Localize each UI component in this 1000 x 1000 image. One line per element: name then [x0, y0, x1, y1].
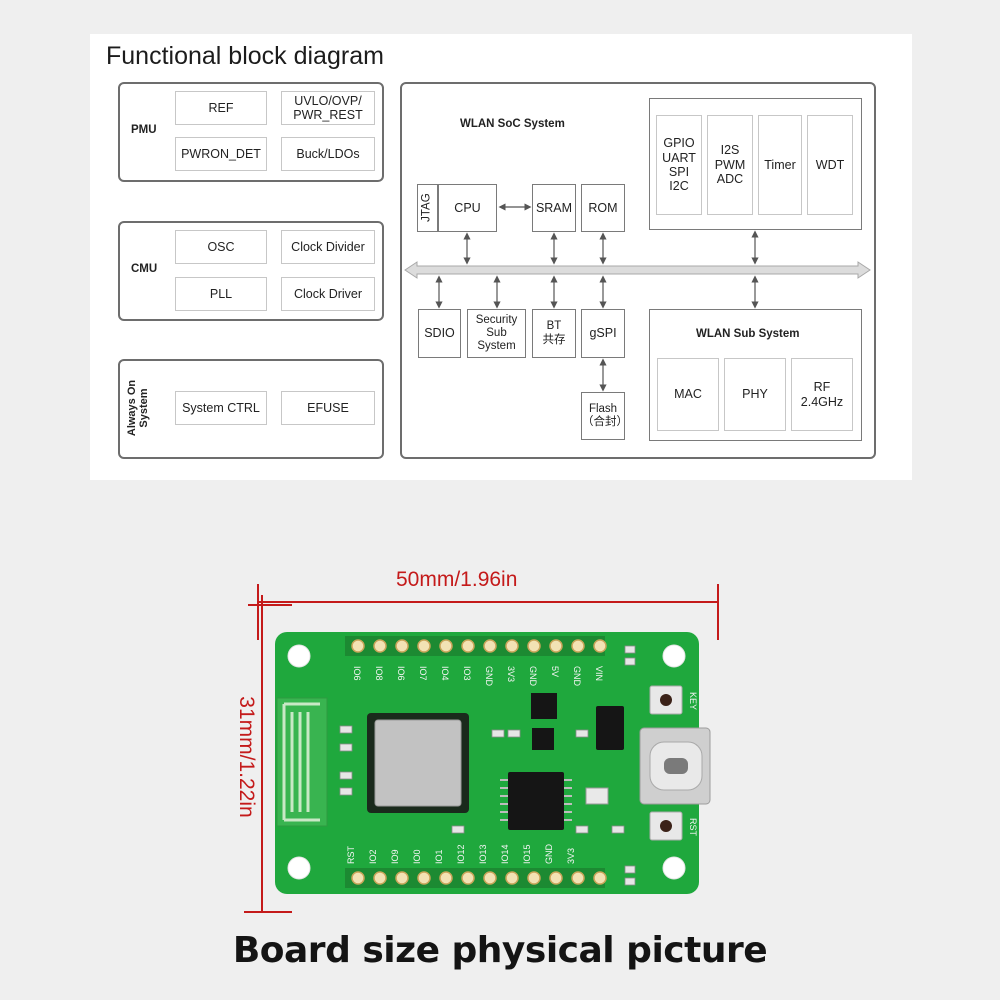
bottom-pin-label: IO15: [522, 844, 532, 864]
jtag-block: JTAG: [417, 184, 438, 232]
top-pin-label: IO4: [440, 666, 450, 681]
pcb-board: [275, 632, 699, 894]
always-on-block-system-ctrl: System CTRL: [175, 391, 267, 425]
bt-block: BT 共存: [532, 309, 576, 358]
cpu-block: CPU: [438, 184, 497, 232]
cmu-block-pll: PLL: [175, 277, 267, 311]
bottom-pin-label: RST: [346, 845, 356, 864]
rom-block: ROM: [581, 184, 625, 232]
periph-timer: Timer: [758, 115, 802, 215]
cmu-block-clock-divider: Clock Divider: [281, 230, 375, 264]
wifi-module: [367, 713, 469, 813]
width-dimension: [248, 584, 719, 640]
rst-label: RST: [688, 818, 698, 837]
top-pin-label: GND: [484, 666, 494, 687]
wlan-sub-label: WLAN Sub System: [696, 328, 800, 340]
wlan-mac: MAC: [657, 358, 719, 431]
top-pin-label: IO6: [352, 666, 362, 681]
pmu-block-pwron: PWRON_DET: [175, 137, 267, 171]
security-block: Security Sub System: [467, 309, 526, 358]
pmu-block-uvlo: UVLO/OVP/ PWR_REST: [281, 91, 375, 125]
sram-block: SRAM: [532, 184, 576, 232]
usb-uart-chip: [508, 772, 564, 830]
top-pin-label: IO3: [462, 666, 472, 681]
flash-block: Flash （合封）: [581, 392, 628, 440]
usb-c-connector[interactable]: [639, 727, 711, 805]
top-pin-label: IO6: [396, 666, 406, 681]
regulator-chip: [531, 693, 557, 719]
top-header: [345, 636, 607, 656]
mounting-holes: [287, 644, 686, 880]
key-label: KEY: [688, 692, 698, 710]
top-pin-label: GND: [528, 666, 538, 687]
gspi-block: gSPI: [581, 309, 625, 358]
top-pin-label: 3V3: [506, 666, 516, 682]
board-caption: Board size physical picture: [232, 930, 768, 971]
bottom-pin-label: IO0: [412, 849, 422, 864]
key-button[interactable]: [649, 685, 683, 715]
pmu-block-ref: REF: [175, 91, 267, 125]
bottom-pin-label: GND: [544, 844, 554, 865]
top-pin-label: 5V: [550, 666, 560, 677]
sdio-block: SDIO: [418, 309, 461, 358]
transistor-chip: [532, 728, 554, 750]
periph-wdt: WDT: [807, 115, 853, 215]
bottom-pin-label: IO2: [368, 849, 378, 864]
cmu-block-clock-driver: Clock Driver: [281, 277, 375, 311]
soc-label: WLAN SoC System: [460, 118, 565, 130]
bottom-pin-label: IO12: [456, 844, 466, 864]
bottom-header: [345, 868, 607, 888]
bottom-pin-label: IO1: [434, 849, 444, 864]
rst-button[interactable]: [649, 811, 683, 841]
pmu-label: PMU: [131, 124, 157, 136]
board-height-label: 31mm/1.22in: [235, 696, 258, 818]
diagram-title: Functional block diagram: [106, 42, 384, 70]
bottom-pin-label: 3V3: [566, 848, 576, 864]
top-pin-label: IO8: [374, 666, 384, 681]
top-pin-labels: IO6 IO8 IO6 IO7 IO4 IO3 GND 3V3 GND 5V G…: [352, 666, 604, 687]
small-components: [339, 645, 636, 886]
top-pin-label: IO7: [418, 666, 428, 681]
bottom-pin-label: IO9: [390, 849, 400, 864]
bottom-pin-label: IO14: [500, 844, 510, 864]
wlan-rf: RF 2.4GHz: [791, 358, 853, 431]
pmu-block-buck: Buck/LDOs: [281, 137, 375, 171]
always-on-block-efuse: EFUSE: [281, 391, 375, 425]
diode-chip: [596, 706, 624, 750]
crystal: [585, 787, 609, 805]
top-pin-label: VIN: [594, 666, 604, 681]
periph-gpio: GPIO UART SPI I2C: [656, 115, 702, 215]
wlan-phy: PHY: [724, 358, 786, 431]
bottom-pin-labels: RST IO2 IO9 IO0 IO1 IO12 IO13 IO14 IO15 …: [346, 844, 576, 865]
bottom-pin-label: IO13: [478, 844, 488, 864]
top-pin-label: GND: [572, 666, 582, 687]
height-dimension: [244, 595, 292, 913]
periph-i2s: I2S PWM ADC: [707, 115, 753, 215]
cmu-label: CMU: [131, 263, 158, 275]
antenna-trace: [276, 697, 328, 827]
board-width-label: 50mm/1.96in: [396, 568, 518, 591]
cmu-block-osc: OSC: [175, 230, 267, 264]
